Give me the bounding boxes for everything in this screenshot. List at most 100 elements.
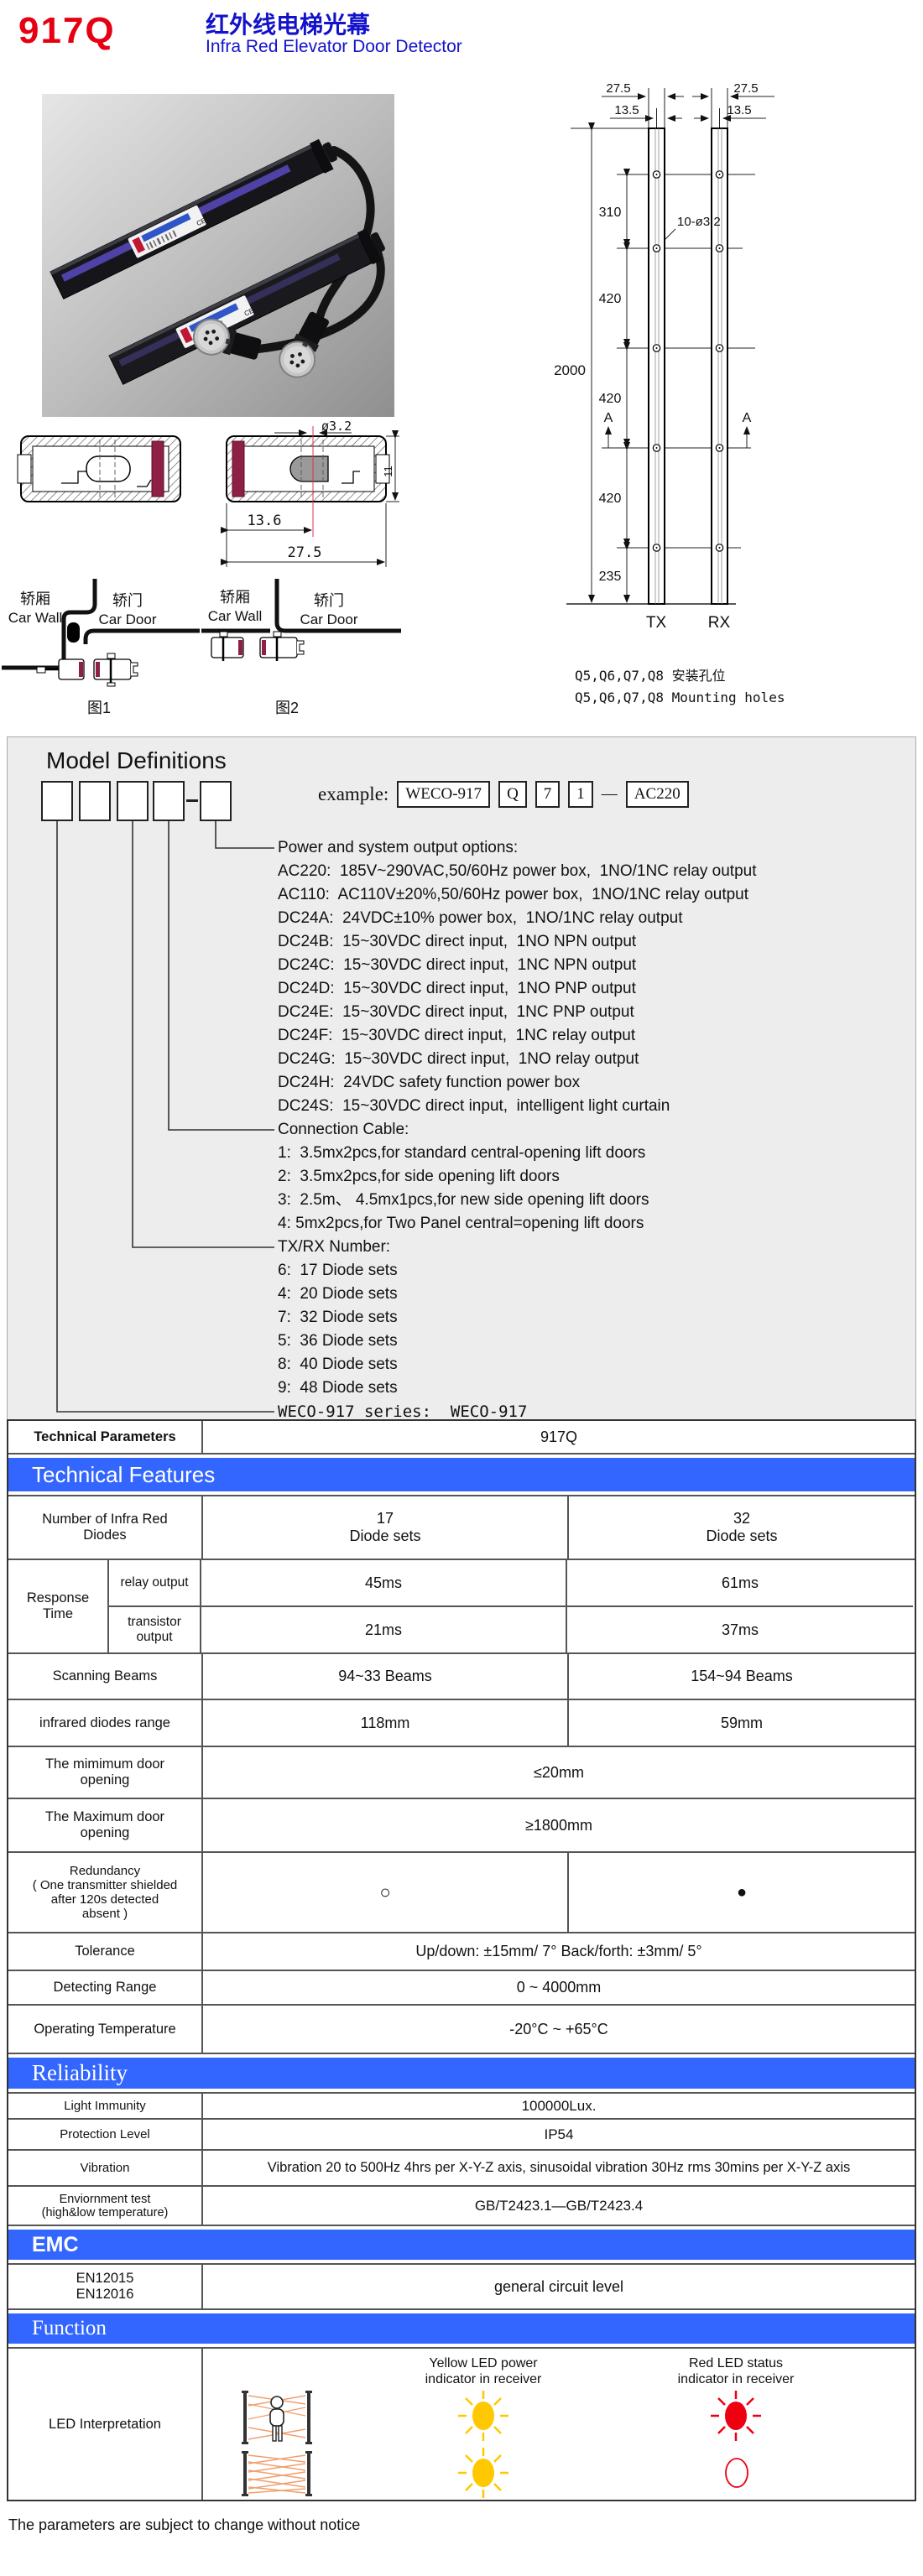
model-option-list: Power and system output options: AC220: … <box>278 836 757 1423</box>
table-row: Technical Parameters 917Q <box>8 1421 915 1455</box>
model-option-line: DC24G: 15~30VDC direct input, 1NO relay … <box>278 1050 639 1068</box>
model-example: example: WECO-917 Q 7 1 — AC220 <box>318 781 689 808</box>
row-label: Protection Level <box>8 2120 203 2149</box>
table-row: Detecting Range 0 ~ 4000mm <box>8 1971 915 2006</box>
model-option-line: 4: 20 Diode sets <box>278 1285 398 1303</box>
model-option-line: DC24H: 24VDC safety function power box <box>278 1074 581 1091</box>
fig1-wall-zh: 轿厢 <box>20 591 50 607</box>
row-value: Up/down: ±15mm/ 7° Back/forth: ±3mm/ 5° <box>415 1943 702 1959</box>
table-row: The Maximum door opening ≥1800mm <box>8 1799 915 1853</box>
table-row: infrared diodes range 118mm 59mm <box>8 1700 915 1747</box>
model-option-line: DC24E: 15~30VDC direct input, 1NC PNP ou… <box>278 1003 634 1021</box>
table-row: Redundancy ( One transmitter shielded af… <box>8 1853 915 1933</box>
model-option-line: DC24C: 15~30VDC direct input, 1NC NPN ou… <box>278 956 637 974</box>
dim-segment: 420 <box>599 392 622 406</box>
dim-segment: 235 <box>599 570 622 584</box>
fig2-caption: 图2 <box>275 700 299 716</box>
row-value: ≥1800mm <box>525 1816 592 1834</box>
fig2-door-en: Car Door <box>300 611 358 627</box>
red-led-off-icon <box>725 2458 748 2488</box>
model-digit-box-4 <box>153 781 185 821</box>
row-value: ≤20mm <box>534 1763 584 1781</box>
yellow-led-on-icon <box>458 2391 508 2441</box>
example-box-type: Q <box>498 781 527 808</box>
model-option-line: DC24A: 24VDC±10% power box, 1NO/1NC rela… <box>278 909 683 927</box>
fig1-door-en: Car Door <box>99 611 157 627</box>
dim-hole-dia: ø3.2 <box>321 419 352 434</box>
sensor-bar-tx: CE <box>50 138 337 300</box>
example-dash: — <box>601 785 618 803</box>
dim-profile-width: 27.5 <box>288 544 322 561</box>
holes-note: 10-ø3.2 <box>677 215 721 229</box>
din-connector <box>192 318 262 360</box>
model-option-line: 6: 17 Diode sets <box>278 1262 398 1279</box>
row-label: The Maximum door opening <box>8 1799 203 1851</box>
model-option-line: DC24B: 15~30VDC direct input, 1NO NPN ou… <box>278 933 637 950</box>
tx-bar-outline <box>648 127 665 605</box>
banner-reliability: Reliability <box>8 2058 915 2089</box>
row-value: GB/T2423.1—GB/T2423.4 <box>474 2197 644 2214</box>
red-led-header: Red LED status indicator in receiver <box>677 2356 795 2386</box>
row-value: 0 ~ 4000mm <box>516 1979 602 1996</box>
row-value: IP54 <box>544 2126 574 2142</box>
mounting-caption-zh: Q5,Q6,Q7,Q8 安装孔位 <box>575 668 726 684</box>
fig1-door-zh: 轿门 <box>112 592 143 609</box>
section-label: A <box>743 411 752 425</box>
profile-tx-section <box>17 435 181 502</box>
row-label: LED Interpretation <box>8 2349 203 2500</box>
row-label: infrared diodes range <box>8 1700 203 1746</box>
red-led-on-icon <box>711 2391 761 2441</box>
value-32: 154~94 Beams <box>691 1668 793 1684</box>
row-label: Number of Infra Red Diodes <box>8 1496 203 1559</box>
model-dash <box>186 799 198 802</box>
row-value: 100000Lux. <box>521 2097 597 2114</box>
example-box-series: WECO-917 <box>397 781 491 808</box>
value-32: 59mm <box>720 1714 763 1731</box>
model-option-line: 5: 36 Diode sets <box>278 1332 398 1350</box>
dim-width-left: 27.5 <box>606 81 630 96</box>
model-option-line: 1: 3.5mx2pcs,for standard central-openin… <box>278 1144 646 1162</box>
door-clear-icon <box>242 2451 312 2496</box>
section-banner-row: Technical Features <box>8 1455 915 1496</box>
table-row: Vibration Vibration 20 to 500Hz 4hrs per… <box>8 2151 915 2187</box>
banner-technical-features: Technical Features <box>8 1458 915 1491</box>
fig1-wall-en: Car Wall <box>8 610 63 626</box>
model-option-line: 7: 32 Diode sets <box>278 1309 398 1326</box>
value-relay-17: 45ms <box>201 1560 566 1607</box>
table-row: Light Immunity 100000Lux. <box>8 2094 915 2120</box>
table-row-led: LED Interpretation Yellow LED power indi… <box>8 2349 915 2500</box>
fig2-wall-zh: 轿厢 <box>220 589 250 606</box>
row-label: Scanning Beams <box>8 1654 203 1699</box>
row-value: -20°C ~ +65°C <box>509 2020 608 2037</box>
page-title: 917Q <box>18 10 116 51</box>
model-option-line: AC110: AC110V±20%,50/60Hz power box, 1NO… <box>278 886 749 903</box>
title-english: Infra Red Elevator Door Detector <box>206 37 462 56</box>
value-17: 118mm <box>203 1700 569 1746</box>
tx-label: TX <box>646 614 667 632</box>
model-digit-box-3 <box>117 781 149 821</box>
section-label: A <box>604 411 613 425</box>
table-row: Tolerance Up/down: ±15mm/ 7° Back/forth:… <box>8 1933 915 1971</box>
model-option-line: AC220: 185V~290VAC,50/60Hz power box, 1N… <box>278 862 757 880</box>
dim-width-right: 27.5 <box>733 81 758 96</box>
rx-label: RX <box>708 614 731 632</box>
yellow-led-on-icon <box>458 2448 508 2498</box>
example-box-cable: 1 <box>568 781 593 808</box>
row-value: 917Q <box>540 1428 578 1445</box>
title-chinese: 红外线电梯光幕 <box>206 12 371 38</box>
redundancy-32-circle: ● <box>736 1882 748 1902</box>
dim-segment: 420 <box>599 492 622 506</box>
redundancy-17-circle: ○ <box>203 1853 569 1932</box>
row-label: Operating Temperature <box>8 2006 203 2053</box>
row-label: Detecting Range <box>8 1971 203 2004</box>
banner-function: Function <box>8 2313 915 2344</box>
model-option-line: DC24F: 15~30VDC direct input, 1NC relay … <box>278 1027 636 1044</box>
parameters-table: Technical Parameters 917Q Technical Feat… <box>7 1419 916 2501</box>
row-label: Vibration <box>8 2151 203 2185</box>
model-definitions-title: Model Definitions <box>46 747 227 773</box>
model-digit-box-5 <box>200 781 232 821</box>
section-banner-row: Reliability <box>8 2054 915 2094</box>
row-value: general circuit level <box>493 2277 624 2295</box>
rx-bar-outline <box>711 127 728 605</box>
led-interpretation-content: Yellow LED power indicator in receiver R… <box>203 2349 915 2500</box>
